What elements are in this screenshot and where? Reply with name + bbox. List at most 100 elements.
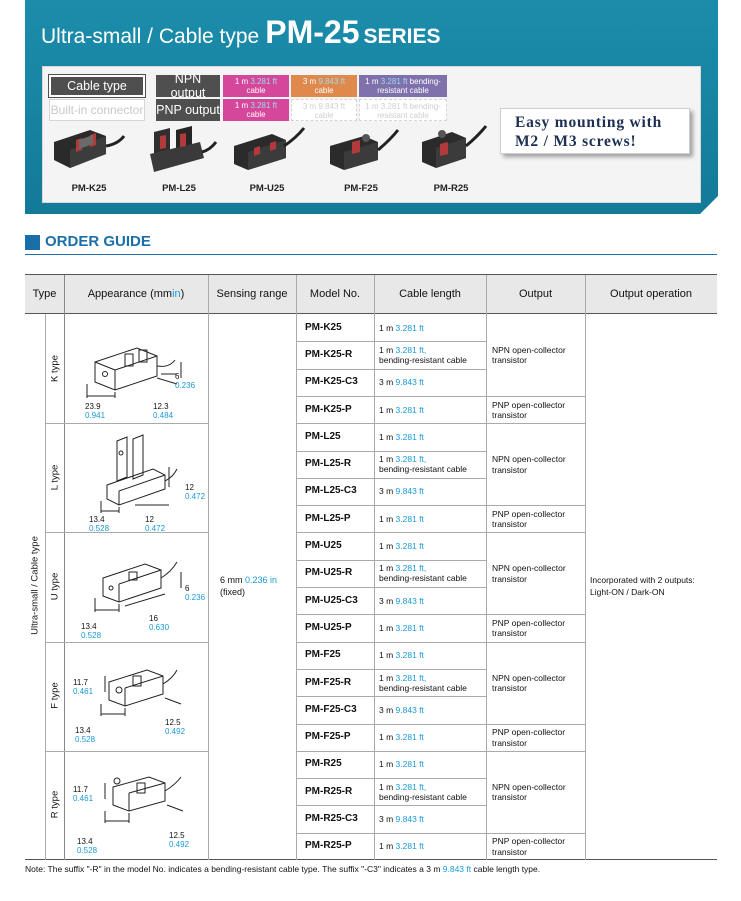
row-separator: [296, 832, 586, 834]
type-outer-label: Ultra-small / Cable type: [29, 536, 41, 635]
model-number: PM-U25-P: [305, 621, 352, 633]
model-number: PM-K25-P: [305, 403, 352, 415]
model-number: PM-L25-C3: [305, 485, 357, 497]
cable-ft: 3.281 ft: [395, 404, 424, 415]
dimension-mm: 11.7: [73, 784, 88, 794]
npn-option-1m-cable[interactable]: 1 m 3.281 ft cable: [223, 75, 289, 97]
cable-m: 1 m: [379, 622, 394, 633]
type-sub-label: L type: [49, 464, 61, 491]
pnp-option-3m-cable: 3 m 9.843 ft cable: [291, 99, 357, 121]
dimension-in: 0.472: [185, 492, 206, 502]
cable-ft: 9.843 ft: [395, 704, 424, 715]
cable-ft: 3.281 ft: [395, 759, 424, 770]
output-pnp: PNP open-collector transistor: [492, 836, 566, 857]
cable-length: 1 m 3.281 ft: [379, 323, 487, 333]
cable-extra: bending-resistant cable: [379, 682, 467, 693]
model-number: PM-R25-C3: [305, 813, 358, 825]
cable-m: 1 m: [379, 513, 394, 524]
npn-output-button[interactable]: NPN output: [156, 72, 220, 100]
option-length-ft: 3.281 ft: [250, 77, 278, 86]
dimension-in: 0.461: [73, 793, 94, 803]
grid-line: [64, 275, 65, 860]
option-label: cable: [246, 110, 266, 119]
section-marker-icon: [25, 235, 40, 250]
cable-ft: 3.281 ft: [395, 650, 424, 661]
order-guide-title: ORDER GUIDE: [45, 233, 151, 250]
cable-length: 1 m 3.281 ft,bending-resistant cable: [379, 563, 487, 583]
grid-line: [296, 275, 297, 860]
footnote: Note: The suffix "-R" in the model No. i…: [25, 864, 540, 874]
header-cable-length: Cable length: [374, 275, 486, 314]
model-number: PM-K25: [305, 321, 342, 333]
option-length-ft: 3.281 ft: [380, 77, 408, 86]
cable-length: 3 m 9.843 ft: [379, 377, 487, 387]
cable-extra: bending-resistant cable: [379, 791, 467, 802]
cable-ft: 9.843 ft: [395, 486, 424, 497]
dimension-mm: 13.4: [89, 515, 105, 525]
cable-extra: bending-resistant cable: [379, 354, 467, 365]
type-sub-label: U type: [49, 572, 61, 601]
cable-length: 1 m 3.281 ft: [379, 759, 487, 769]
type-outer-cell: Ultra-small / Cable type: [25, 314, 45, 860]
cable-m: 1 m: [379, 404, 394, 415]
row-separator: [296, 559, 486, 561]
cable-length: 1 m 3.281 ft: [379, 405, 487, 415]
option-length-ft: 9.843 ft: [318, 102, 346, 111]
option-length-ft: 3.281 ft: [380, 102, 408, 111]
dimension-in: 0.236: [175, 381, 196, 390]
type-sub-cell: R type: [45, 751, 64, 860]
model-number: PM-K25-R: [305, 348, 353, 360]
npn-option-bending-resistant[interactable]: 1 m 3.281 ft bending- resistant cable: [359, 75, 447, 97]
cable-ft: 3.281 ft,: [395, 781, 427, 792]
order-guide-table: Type Appearance (mm in) Sensing range Mo…: [25, 274, 717, 860]
cable-m: 3 m: [379, 595, 394, 606]
cable-m: 1 m: [379, 454, 394, 465]
dimension-in: 0.492: [165, 726, 186, 736]
product-label: PM-F25: [344, 183, 378, 194]
group-separator: [296, 641, 586, 643]
product-pm-f25: PM-F25: [322, 124, 400, 194]
type-sub-cell: L type: [45, 423, 64, 532]
dimension-mm: 13.4: [77, 836, 93, 846]
npn-option-3m-cable[interactable]: 3 m 9.843 ft cable: [291, 75, 357, 97]
builtin-connector-button[interactable]: Built-in connector: [49, 99, 145, 121]
pnp-output-button[interactable]: PNP output: [156, 99, 220, 121]
pnp-option-1m-cable[interactable]: 1 m 3.281 ft cable: [223, 99, 289, 121]
cable-m: 1 m: [379, 563, 394, 574]
cable-length: 1 m 3.281 ft: [379, 623, 487, 633]
product-pm-r25: PM-R25: [412, 124, 490, 194]
row-separator: [296, 341, 486, 343]
grid-line: [486, 275, 487, 860]
product-pm-k25: PM-K25: [50, 124, 128, 194]
cable-ft: 9.843 ft: [395, 595, 424, 606]
product-pm-l25: PM-L25: [140, 124, 218, 194]
cable-type-button[interactable]: Cable type: [48, 74, 146, 98]
cable-ft: 3.281 ft,: [395, 672, 427, 683]
product-pm-u25: PM-U25: [228, 124, 306, 194]
cable-m: 1 m: [379, 759, 394, 770]
model-number: PM-F25: [305, 649, 341, 661]
row-separator: [296, 668, 486, 670]
cable-m: 1 m: [379, 672, 394, 683]
title-series: SERIES: [363, 25, 441, 48]
dimension-mm: 16: [149, 614, 158, 624]
sensing-fixed: (fixed): [220, 587, 246, 597]
cable-length: 1 m 3.281 ft,bending-resistant cable: [379, 782, 487, 802]
model-number: PM-K25-C3: [305, 376, 358, 388]
model-number: PM-F25-C3: [305, 703, 357, 715]
dimension-mm: 6: [185, 584, 190, 594]
cable-ft: 3.281 ft: [395, 322, 424, 333]
product-label: PM-R25: [433, 183, 469, 194]
group-separator: [45, 641, 208, 643]
option-length: 3 m: [302, 77, 317, 86]
outline-drawing-icon: [86, 347, 182, 398]
type-sub-label: R type: [49, 791, 61, 819]
